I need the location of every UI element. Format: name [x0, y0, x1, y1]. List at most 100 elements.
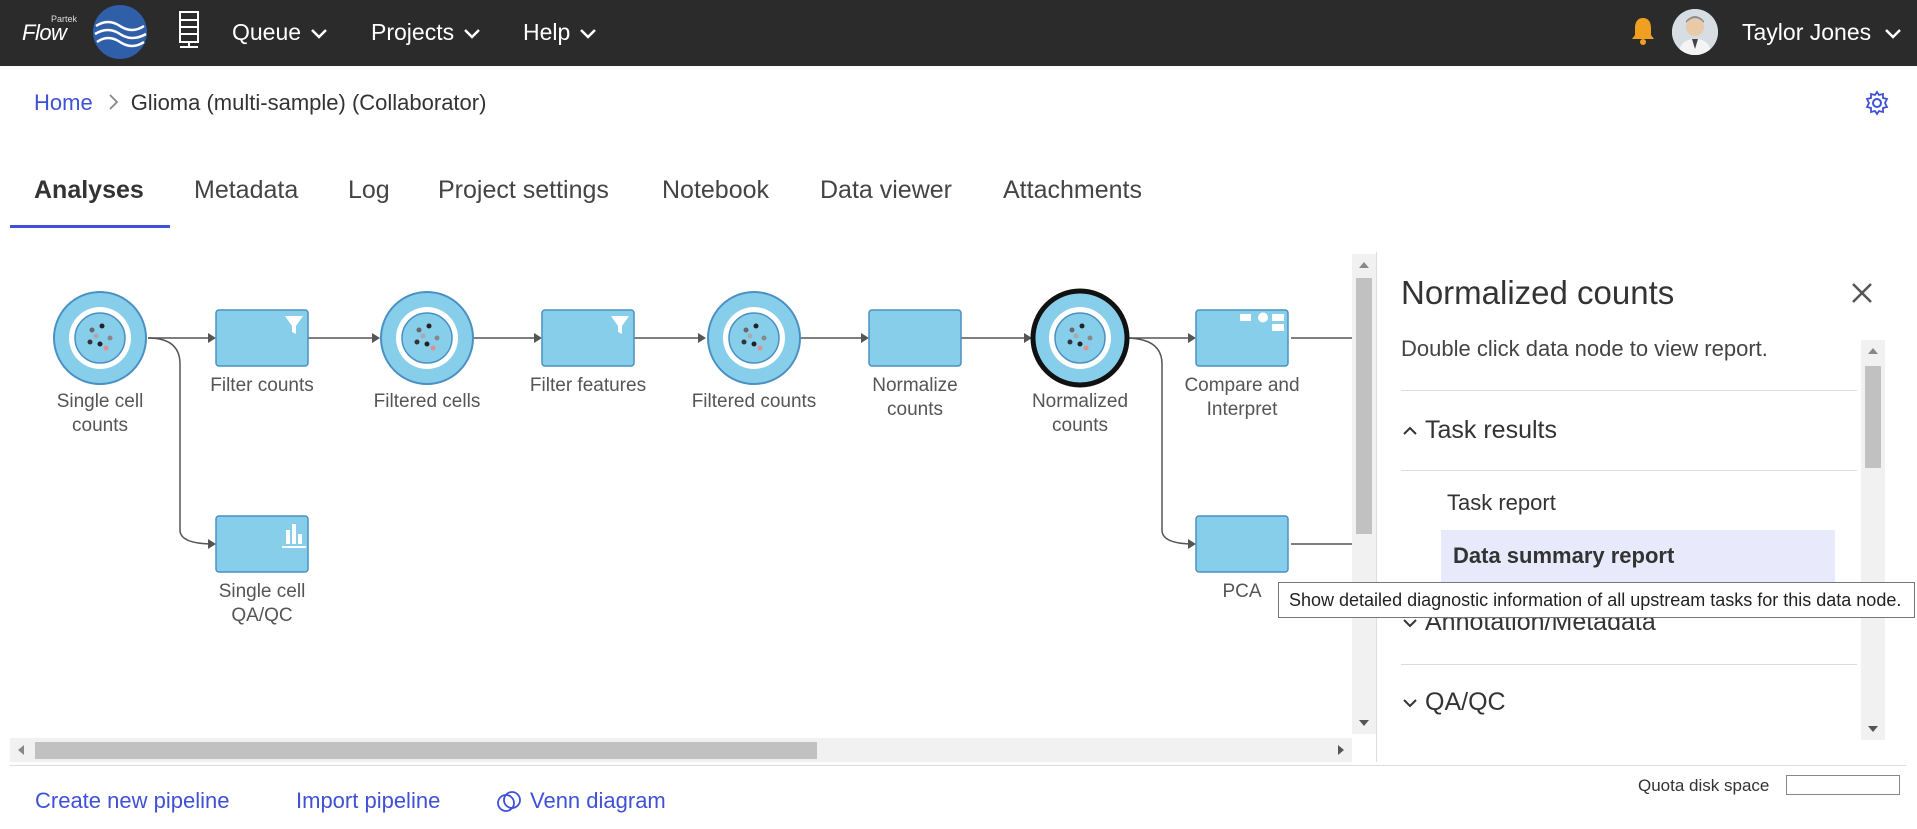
tab-metadata[interactable]: Metadata [194, 176, 299, 204]
logo-partek-text: Partek [51, 14, 78, 24]
node-label-single-cell-counts: Single cell counts [40, 390, 160, 438]
flow-wave-icon [93, 5, 147, 59]
nav-projects[interactable]: Projects [371, 0, 480, 66]
node-label-line: Filter counts [210, 375, 314, 396]
chevron-down-icon [1885, 29, 1902, 39]
tab-project-settings[interactable]: Project settings [438, 176, 609, 204]
chevron-down-icon [1403, 619, 1417, 628]
node-label-pca: PCA [1202, 580, 1282, 604]
breadcrumb-project: Glioma (multi-sample) (Collaborator) [130, 90, 487, 115]
section-task-results[interactable]: Task results [1403, 416, 1557, 445]
node-label-filtered-counts: Filtered counts [679, 390, 829, 414]
tooltip: Show detailed diagnostic information of … [1278, 582, 1915, 618]
task-node-single-cell-qaqc [215, 515, 309, 573]
data-node-normalized-counts-selected [1030, 288, 1130, 388]
close-icon[interactable] [1851, 282, 1873, 304]
create-new-pipeline-link[interactable]: Create new pipeline [35, 788, 230, 813]
breadcrumb-home-link[interactable]: Home [34, 90, 93, 115]
data-node-filtered-counts [707, 291, 801, 385]
pipeline-graph [53, 288, 1355, 573]
node-label-line: Filtered counts [691, 391, 817, 412]
tab-data-viewer[interactable]: Data viewer [820, 176, 952, 204]
venn-diagram-label: Venn diagram [530, 788, 666, 813]
section-qaqc[interactable]: QA/QC [1403, 688, 1506, 717]
scroll-down-arrow-icon[interactable] [1352, 716, 1376, 730]
pipeline-connectors [147, 337, 1355, 545]
node-label-line: QA/QC [231, 605, 293, 626]
scroll-right-arrow-icon[interactable] [1334, 738, 1348, 762]
user-menu[interactable]: Taylor Jones [1742, 0, 1902, 66]
quota-disk-bar [1786, 775, 1900, 795]
divider [1401, 470, 1857, 471]
node-label-normalized-counts: Normalized counts [1020, 390, 1140, 438]
section-qaqc-label: QA/QC [1425, 688, 1506, 716]
node-label-line: Normalize [872, 375, 958, 396]
divider [10, 765, 1906, 766]
panel-hint: Double click data node to view report. [1401, 336, 1768, 361]
chevron-down-icon [1403, 699, 1417, 708]
partek-flow-logo[interactable]: Partek Flow [20, 4, 150, 62]
data-node-single-cell-counts [53, 291, 147, 385]
tab-notebook[interactable]: Notebook [662, 176, 770, 204]
nav-help-label: Help [523, 19, 571, 45]
canvas-vertical-scrollbar[interactable] [1352, 254, 1376, 734]
quota-label: Quota disk space [1638, 776, 1770, 795]
panel-title: Normalized counts [1401, 274, 1675, 311]
nav-queue[interactable]: Queue [232, 0, 327, 66]
task-node-filter-features [541, 309, 635, 367]
chevron-down-icon [580, 29, 597, 39]
task-node-filter-counts [215, 309, 309, 367]
chevron-down-icon [464, 29, 480, 39]
data-summary-report-link[interactable]: Data summary report [1441, 530, 1835, 582]
tab-analyses[interactable]: Analyses [10, 170, 170, 228]
canvas-vertical-scroll-thumb[interactable] [1356, 278, 1372, 534]
canvas-horizontal-scrollbar[interactable] [10, 738, 1352, 762]
node-label-line: Compare and [1184, 375, 1300, 396]
divider [1401, 664, 1857, 665]
node-label-line: counts [887, 399, 943, 420]
nav-queue-label: Queue [232, 19, 302, 45]
node-label-filter-counts: Filter counts [192, 374, 332, 398]
data-node-filtered-cells [380, 291, 474, 385]
node-label-normalize-counts: Normalize counts [855, 374, 975, 422]
panel-vertical-scrollbar[interactable] [1861, 340, 1885, 740]
top-navigation-bar: Partek Flow Queue Projects Help [0, 0, 1917, 66]
node-label-line: Interpret [1206, 399, 1278, 420]
panel-scroll-thumb[interactable] [1865, 366, 1881, 468]
scroll-up-arrow-icon[interactable] [1861, 344, 1885, 358]
venn-diagram-link[interactable]: Venn diagram [496, 788, 666, 814]
user-avatar[interactable] [1672, 9, 1718, 55]
task-node-pca [1195, 515, 1289, 573]
task-report-link[interactable]: Task report [1447, 490, 1556, 515]
divider [1401, 390, 1857, 391]
scroll-left-arrow-icon[interactable] [14, 738, 28, 762]
tab-log[interactable]: Log [348, 176, 390, 204]
import-pipeline-link[interactable]: Import pipeline [296, 788, 441, 813]
gear-icon[interactable] [1864, 90, 1890, 116]
node-label-line: PCA [1222, 581, 1262, 602]
node-label-line: counts [72, 415, 128, 436]
chevron-right-icon [109, 94, 118, 110]
scroll-up-arrow-icon[interactable] [1352, 258, 1376, 272]
section-task-results-label: Task results [1425, 416, 1557, 444]
node-label-line: Filter features [529, 375, 647, 396]
chevron-up-icon [1403, 426, 1417, 435]
nav-help[interactable]: Help [523, 0, 597, 66]
node-label-single-cell-qaqc: Single cell QA/QC [202, 580, 322, 628]
canvas-horizontal-scroll-thumb[interactable] [35, 742, 817, 759]
node-label-filtered-cells: Filtered cells [357, 390, 497, 414]
pipeline-canvas[interactable]: Single cell counts Filter counts Filtere… [10, 254, 1355, 734]
node-label-line: Single cell [218, 581, 306, 602]
node-label-filter-features: Filter features [513, 374, 663, 398]
logo-flow-text: Flow [22, 20, 67, 45]
user-name-label: Taylor Jones [1742, 19, 1872, 45]
person-icon [1672, 9, 1718, 55]
notification-bell-icon[interactable] [1630, 16, 1656, 46]
chevron-down-icon [311, 29, 327, 39]
scroll-down-arrow-icon[interactable] [1861, 722, 1885, 736]
breadcrumb: Home Glioma (multi-sample) (Collaborator) [34, 88, 486, 118]
task-node-compare-and-interpret [1195, 309, 1289, 367]
server-icon[interactable] [176, 10, 202, 50]
tab-attachments[interactable]: Attachments [1003, 176, 1142, 204]
node-label-line: Filtered cells [373, 391, 481, 412]
